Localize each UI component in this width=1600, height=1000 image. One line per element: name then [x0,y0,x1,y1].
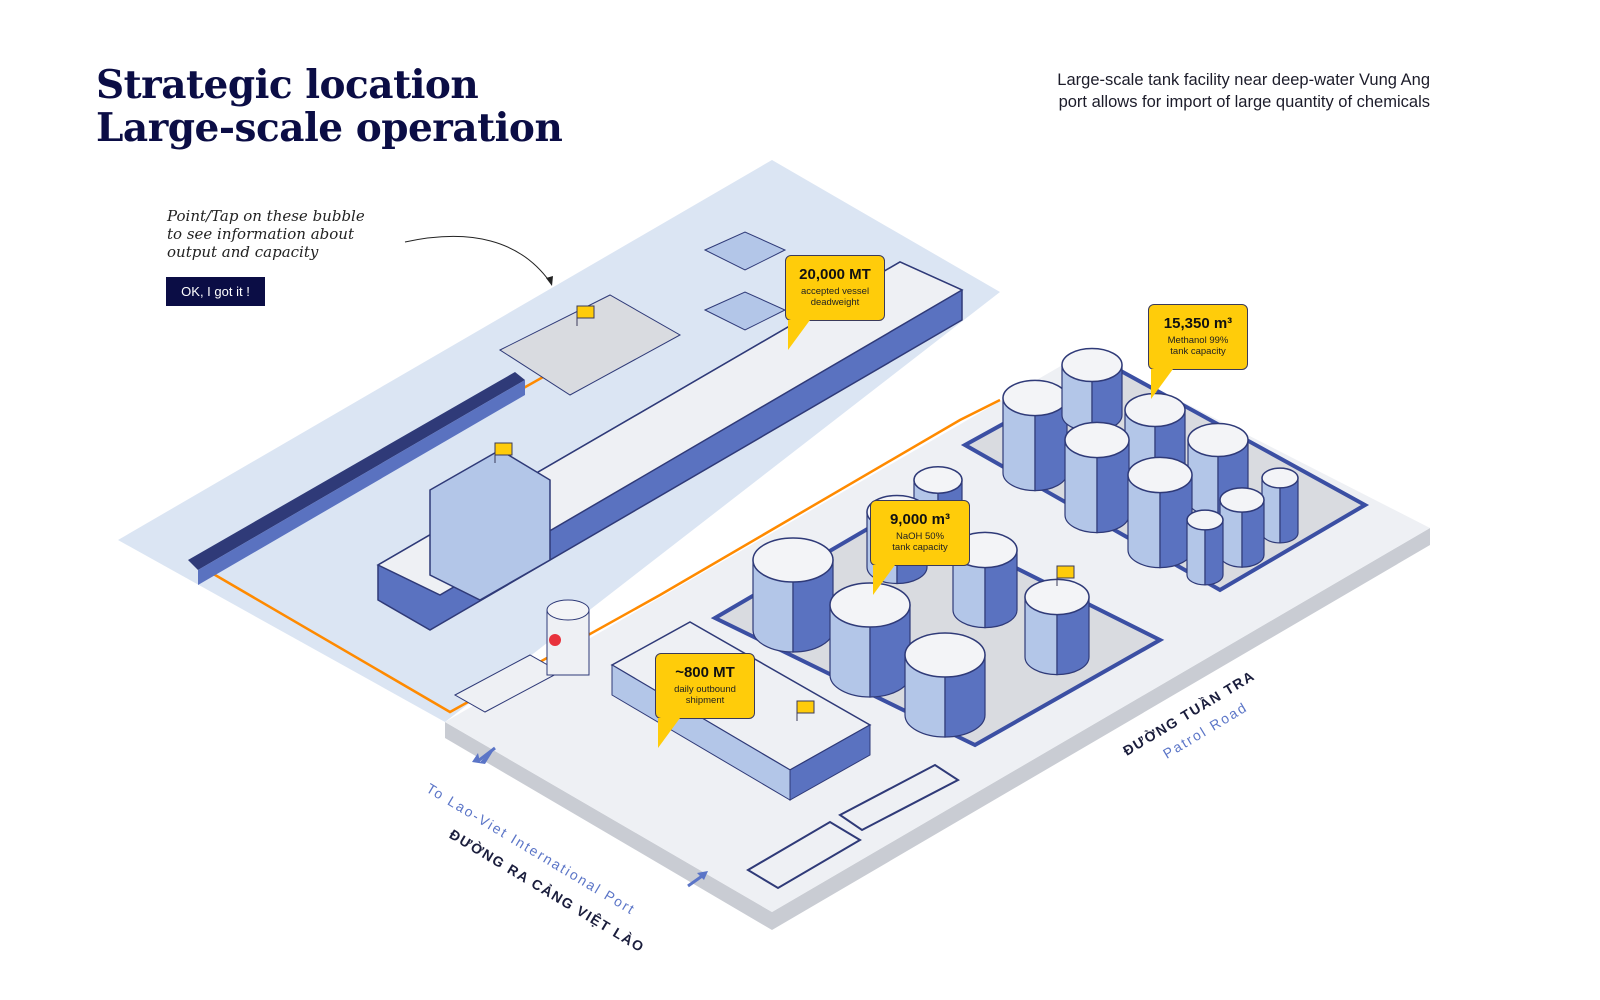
bubble-tail [658,718,680,748]
water-area [118,160,1000,722]
outbound-shipment-bubble[interactable]: ~800 MT daily outbound shipment [655,653,755,748]
tank-top [913,466,963,494]
bubble-value: 9,000 m³ [889,511,951,528]
logo-icon [549,634,561,646]
tank-top [1186,509,1224,531]
storage-tank [1061,347,1123,433]
info-flag-icon[interactable] [1056,565,1075,586]
crane-platform [703,231,787,271]
storage-tank [904,632,986,738]
storage-building [838,763,960,832]
tank-top [1261,467,1299,489]
tank-top [752,537,834,583]
storage-tank [1127,456,1193,569]
info-flag-icon[interactable] [796,700,815,721]
vessel-deadweight-bubble[interactable]: 20,000 MT accepted vessel deadweight [785,255,885,350]
ok-got-it-button[interactable]: OK, I got it ! [166,277,265,306]
hint-arrow-head [546,276,553,286]
naoh-capacity-bubble[interactable]: 9,000 m³ NaOH 50% tank capacity [870,500,970,595]
title-line-2: Large-scale operation [96,105,563,151]
hint-line: output and capacity [167,243,319,261]
title-line-1: Strategic location [96,62,479,108]
info-flag-icon[interactable] [576,305,595,326]
arrow-left-line [477,746,496,763]
tank-body-dark [1204,519,1224,586]
bubble-value: 15,350 m³ [1163,315,1233,332]
tank-body-dark [1056,596,1090,676]
hint-line: to see information about [167,225,354,243]
bubble-label: tank capacity [892,542,948,553]
bubble-label: Methanol 99% [1167,335,1229,346]
tank-top [904,632,986,678]
hint-arrow [404,235,551,283]
bubble-label: shipment [685,695,725,706]
bubble-value: ~800 MT [675,664,735,681]
tank-top [1002,379,1068,417]
methanol-capacity-bubble[interactable]: 15,350 m³ Methanol 99% tank capacity [1148,304,1248,399]
branded-tank-top [546,599,590,621]
storage-tank [1261,467,1299,544]
warehouse-roof [498,294,682,396]
tank-top [1127,456,1193,494]
bubble-label: accepted vessel [800,286,870,297]
storage-tank [1002,379,1068,492]
arrow-right-icon [697,871,708,880]
pipeline [209,398,1001,714]
storage-tank [1219,487,1265,568]
bubble-label: tank capacity [1170,346,1226,357]
hint-line: Point/Tap on these bubble [167,207,365,225]
bubble-tail [1151,369,1173,399]
tank-top [829,582,911,628]
bubble-value: 20,000 MT [799,266,871,283]
storage-tank [829,582,911,698]
tank-top [1219,487,1265,513]
tank-top [1061,347,1123,383]
tank-top [1187,422,1249,458]
storage-tank [1064,421,1130,534]
storage-building [746,820,862,890]
info-flag-icon[interactable] [494,442,513,463]
bubble-label: NaOH 50% [895,531,945,542]
bubble-tail [788,320,810,350]
tank-top [1064,421,1130,459]
page-subtitle: Large-scale tank facility near deep-wate… [1057,71,1430,111]
bubble-label: daily outbound [674,684,736,695]
storage-tank [752,537,834,653]
pier-side [198,380,525,585]
bubble-label: deadweight [810,297,860,308]
tank-body-dark [1279,477,1299,544]
bubble-tail [873,565,895,595]
storage-tank [1186,509,1224,586]
pier [188,372,525,570]
storage-tank [1024,578,1090,676]
tank-body-dark [984,549,1018,629]
tank-body-dark [1241,499,1265,568]
